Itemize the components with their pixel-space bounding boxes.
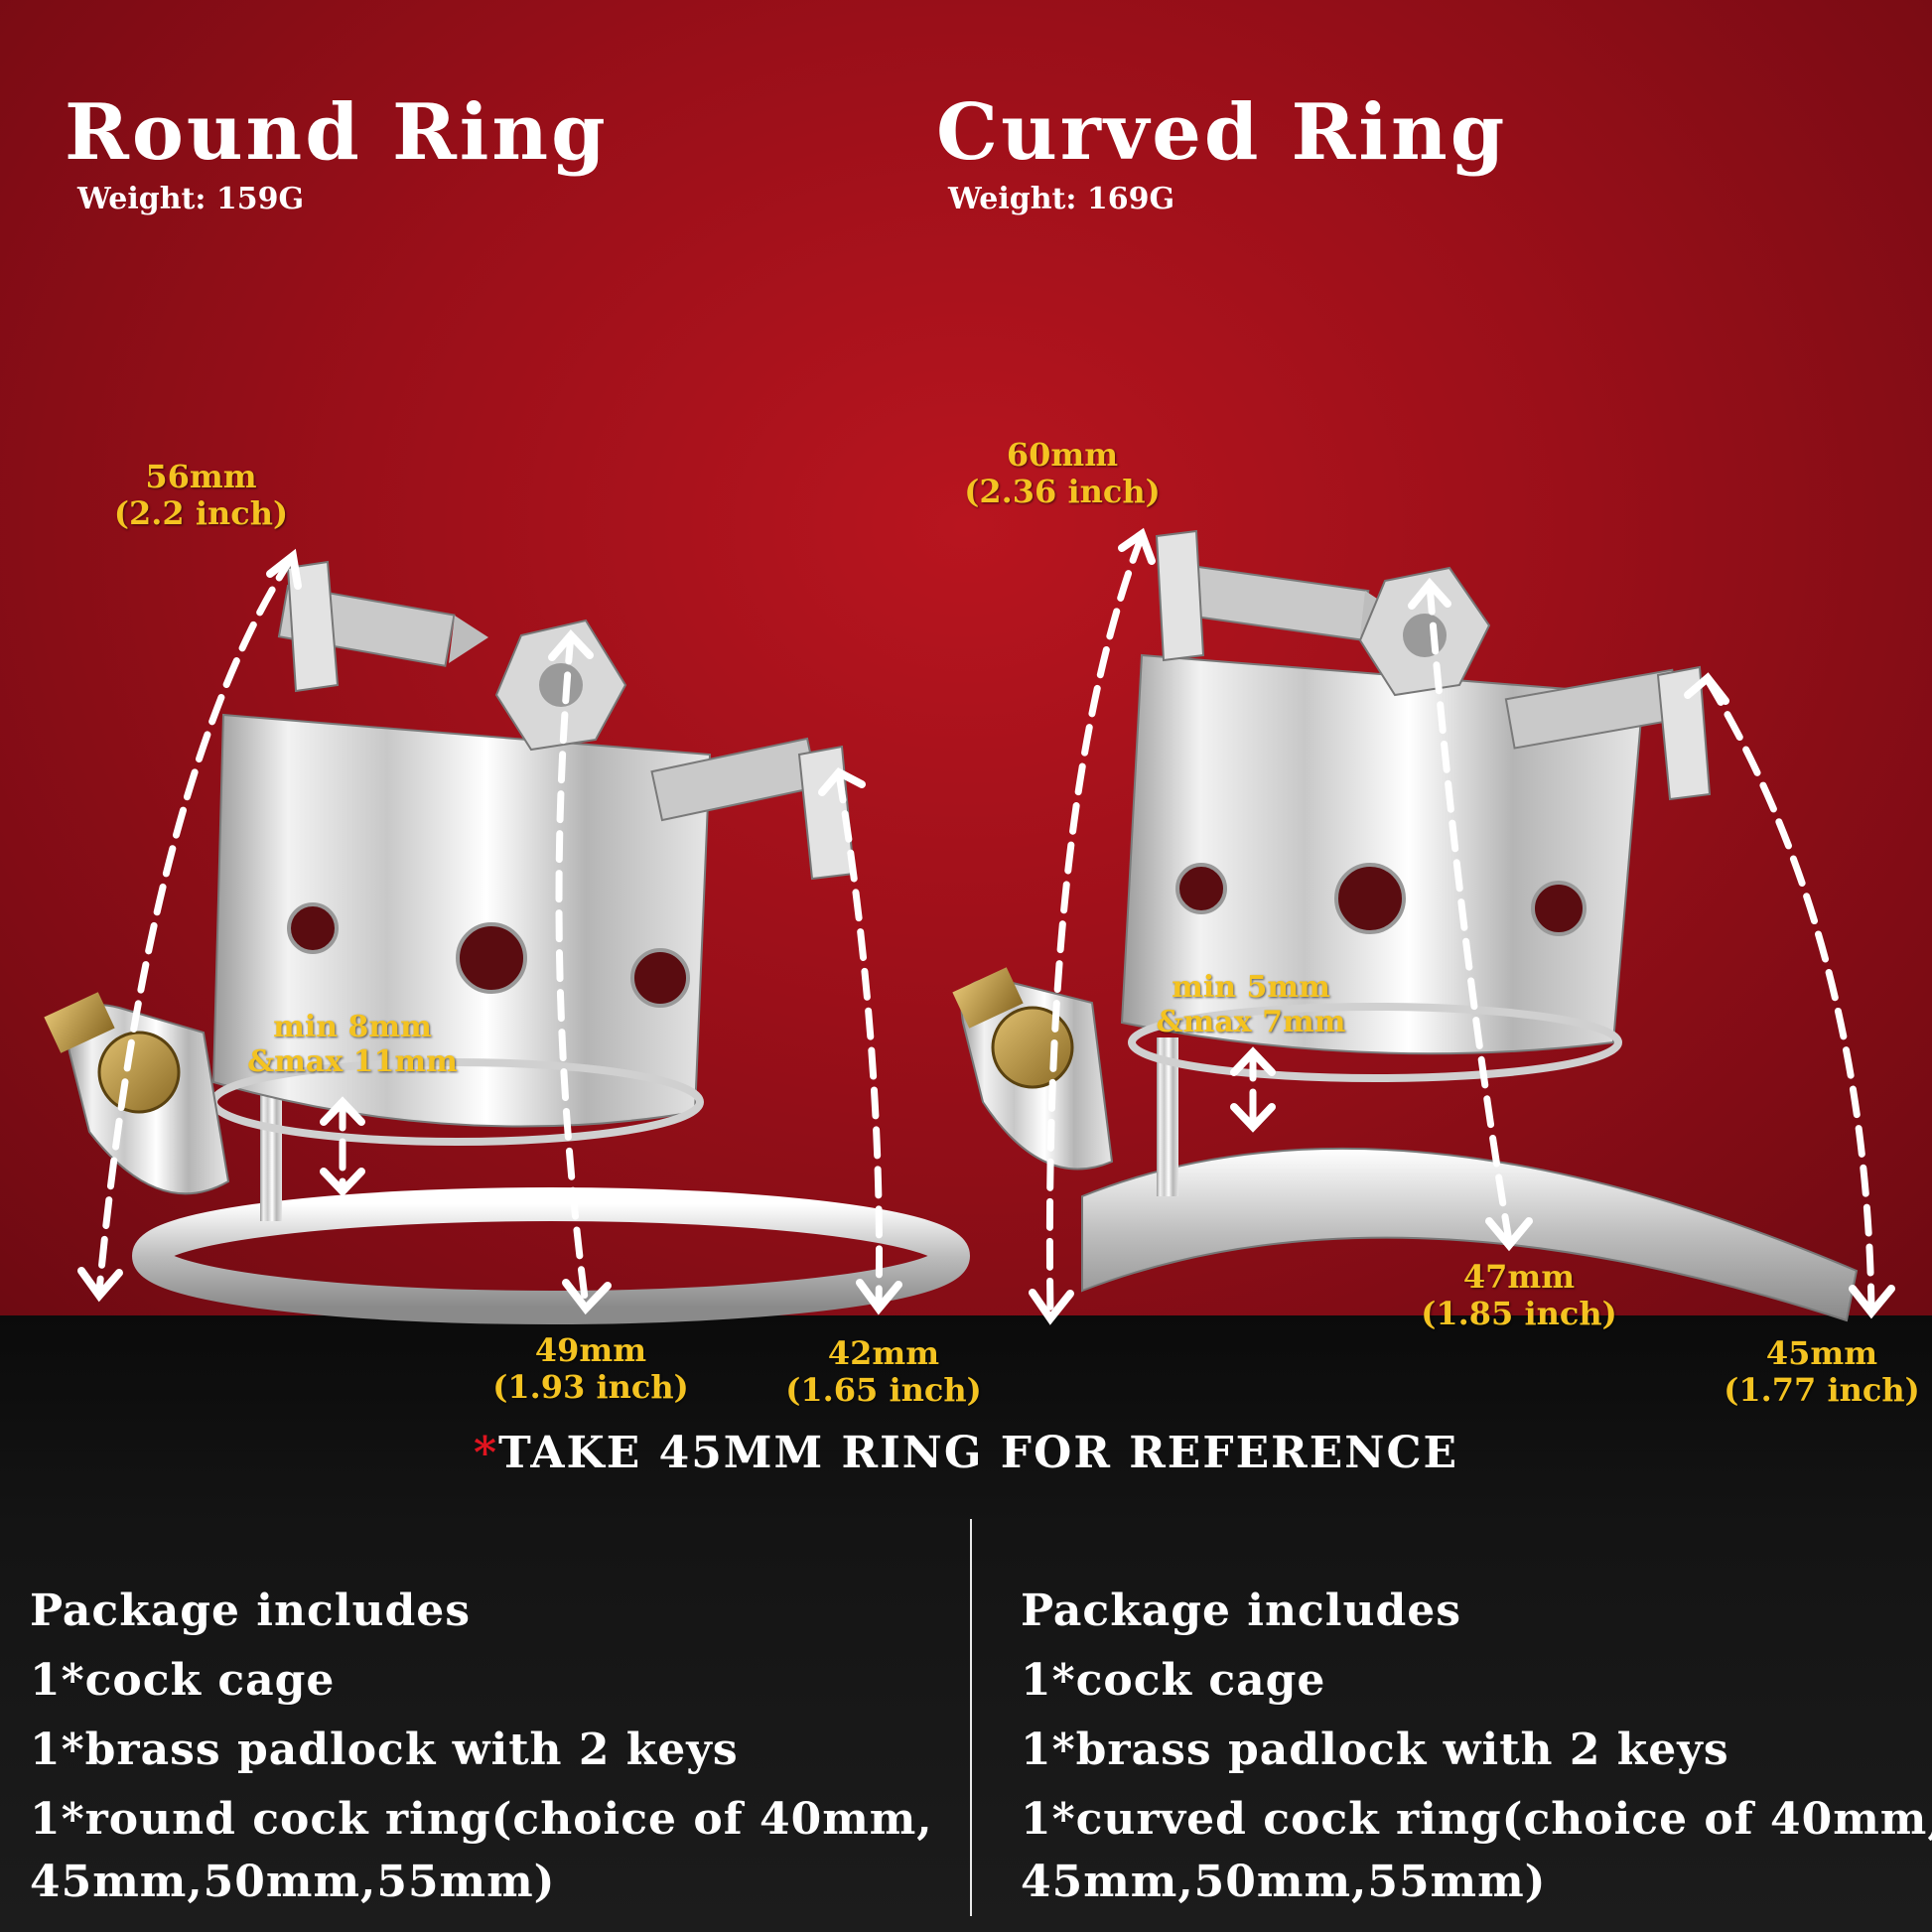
left-height-mm: 56mm	[145, 458, 257, 495]
left-front-inch: (1.65 inch)	[785, 1370, 982, 1409]
left-package-item: 1*brass padlock with 2 keys	[30, 1725, 739, 1775]
right-height-inch: (2.36 inch)	[964, 472, 1161, 510]
left-middle-label: 49mm (1.93 inch)	[482, 1332, 700, 1406]
right-gap-max: &max 7mm	[1156, 1004, 1346, 1039]
right-package-item: 1*brass padlock with 2 keys	[1021, 1725, 1729, 1775]
left-package-heading: Package includes	[30, 1586, 472, 1636]
right-middle-mm: 47mm	[1462, 1258, 1576, 1296]
right-height-mm: 60mm	[1006, 436, 1119, 474]
reference-asterisk: *	[473, 1428, 498, 1478]
right-front-mm: 45mm	[1765, 1334, 1878, 1372]
right-gap-min: min 5mm	[1172, 970, 1330, 1005]
left-height-inch: (2.2 inch)	[113, 493, 289, 532]
right-front-inch: (1.77 inch)	[1724, 1370, 1920, 1409]
left-gap-label: min 8mm &max 11mm	[228, 1010, 477, 1079]
black-surface	[0, 1315, 1932, 1932]
left-front-mm: 42mm	[827, 1334, 940, 1372]
right-gap-label: min 5mm &max 7mm	[1132, 970, 1370, 1039]
reference-text: TAKE 45MM RING FOR REFERENCE	[498, 1428, 1459, 1478]
reference-note: *TAKE 45MM RING FOR REFERENCE	[0, 1428, 1932, 1478]
left-gap-max: &max 11mm	[247, 1043, 458, 1079]
right-height-label: 60mm (2.36 inch)	[953, 437, 1172, 510]
left-package-item: 45mm,50mm,55mm)	[30, 1857, 556, 1907]
column-divider	[970, 1519, 972, 1916]
left-package-item: 1*cock cage	[30, 1655, 336, 1706]
left-height-label: 56mm (2.2 inch)	[99, 459, 303, 532]
curved-ring-device	[952, 529, 1859, 1322]
left-weight: Weight: 159G	[77, 182, 305, 216]
left-middle-inch: (1.93 inch)	[492, 1367, 689, 1406]
measurement-arrows	[95, 532, 1875, 1319]
right-package-item: 1*cock cage	[1021, 1655, 1326, 1706]
right-package-heading: Package includes	[1021, 1586, 1462, 1636]
left-front-label: 42mm (1.65 inch)	[774, 1335, 993, 1409]
right-middle-inch: (1.85 inch)	[1421, 1294, 1617, 1332]
right-title: Curved Ring	[936, 87, 1508, 178]
left-title: Round Ring	[65, 87, 609, 178]
left-package-item: 1*round cock ring(choice of 40mm,	[30, 1794, 933, 1845]
right-package-item: 1*curved cock ring(choice of 40mm,	[1021, 1794, 1932, 1845]
right-middle-label: 47mm (1.85 inch)	[1410, 1259, 1628, 1332]
right-front-label: 45mm (1.77 inch)	[1713, 1335, 1931, 1409]
right-package-list: Package includes 1*cock cage 1*brass pad…	[1021, 1577, 1932, 1909]
left-package-list: Package includes 1*cock cage 1*brass pad…	[30, 1577, 933, 1909]
left-middle-mm: 49mm	[534, 1331, 647, 1369]
left-gap-min: min 8mm	[273, 1010, 432, 1044]
arrow-heads	[77, 527, 1895, 1325]
round-ring-device	[44, 560, 970, 1324]
right-weight: Weight: 169G	[948, 182, 1175, 216]
right-package-item: 45mm,50mm,55mm)	[1021, 1857, 1547, 1907]
